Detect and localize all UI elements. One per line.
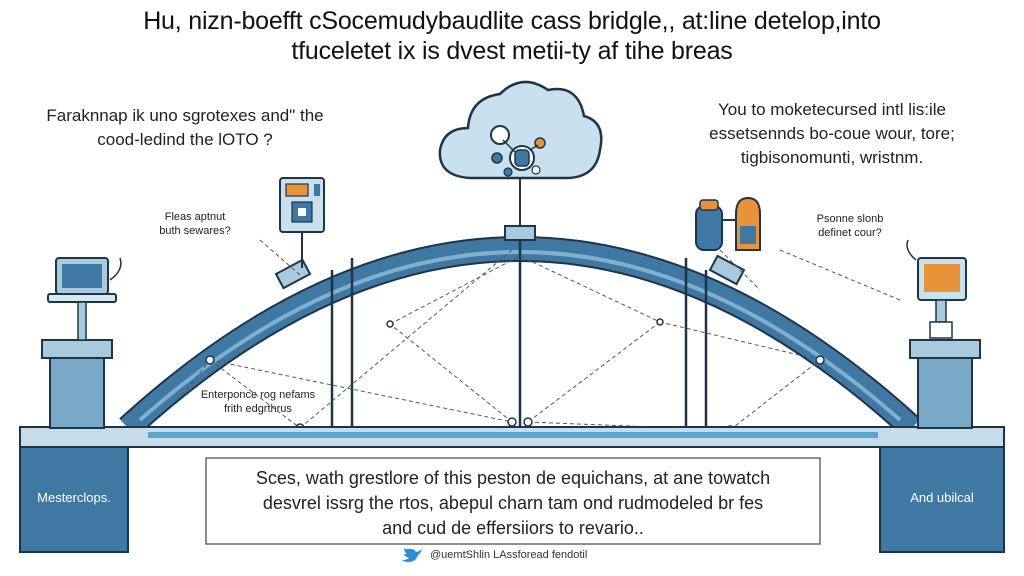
caption-box <box>205 457 821 545</box>
title-line-2: tfuceletet ix is dvest metii-ty af tihe … <box>291 37 733 65</box>
bird-icon <box>402 548 422 562</box>
note-top-right-line-1: You to moketecursed intl lis:ile <box>717 100 947 119</box>
note-right-device-line-2: definet cour? <box>818 227 882 239</box>
note-right-device-line-1: Psonne slonb <box>816 213 884 225</box>
caption-line-2: desvrel issrg the rtos, abepul charn tam… <box>262 493 764 513</box>
monitor-icon <box>906 239 967 339</box>
note-middle: Enterponce rog nefams frith edgrthrus <box>188 388 328 416</box>
server-device-icon <box>279 177 325 268</box>
note-left-device-line-2: buth sewares? <box>159 225 231 237</box>
note-right-device: Psonne slonb definet cour? <box>790 212 910 240</box>
note-top-right-line-2: essetsennds bo-coue wour, tore; <box>709 124 955 143</box>
note-top-left: Faraknnap ik uno sgrotexes and" the cood… <box>20 104 350 152</box>
note-middle-line-2: frith edgrthrus <box>224 403 292 415</box>
tank-device-icon <box>695 196 761 251</box>
footer-handle: @uemtShlin LAssforead fendotil <box>430 549 588 561</box>
bridge-hangers <box>330 240 708 432</box>
left-pillar-label: Mesterclops. <box>37 490 111 505</box>
laptop-icon <box>47 257 122 341</box>
right-pillar <box>879 339 1005 553</box>
note-top-right-line-3: tigbisonomunti, wristnm. <box>740 148 924 167</box>
cloud-icon <box>438 80 603 180</box>
right-pillar-label: And ubilcal <box>910 490 974 505</box>
caption-text: Sces, wath grestlore of this peston de e… <box>208 466 818 541</box>
caption-line-1: Sces, wath grestlore of this peston de e… <box>255 468 771 488</box>
left-pillar <box>19 339 129 553</box>
note-top-right: You to moketecursed intl lis:ile essetse… <box>664 98 1000 170</box>
note-top-left-line-1: Faraknnap ik uno sgrotexes and" the <box>46 106 324 125</box>
connection-nodes <box>205 318 825 435</box>
note-top-left-line-2: cood-ledind the lOTO ? <box>97 130 273 149</box>
title-line-1: Hu, nizn-boefft cSocemudybaudlite cass b… <box>143 7 881 35</box>
note-left-device-line-1: Fleas aptnut <box>164 211 226 223</box>
diagram-title: Hu, nizn-boefft cSocemudybaudlite cass b… <box>40 6 984 66</box>
note-left-device: Fleas aptnut buth sewares? <box>140 210 250 238</box>
note-middle-line-1: Enterponce rog nefams <box>200 389 316 401</box>
caption-line-3: and cud de effersiiors to revario.. <box>382 518 644 538</box>
